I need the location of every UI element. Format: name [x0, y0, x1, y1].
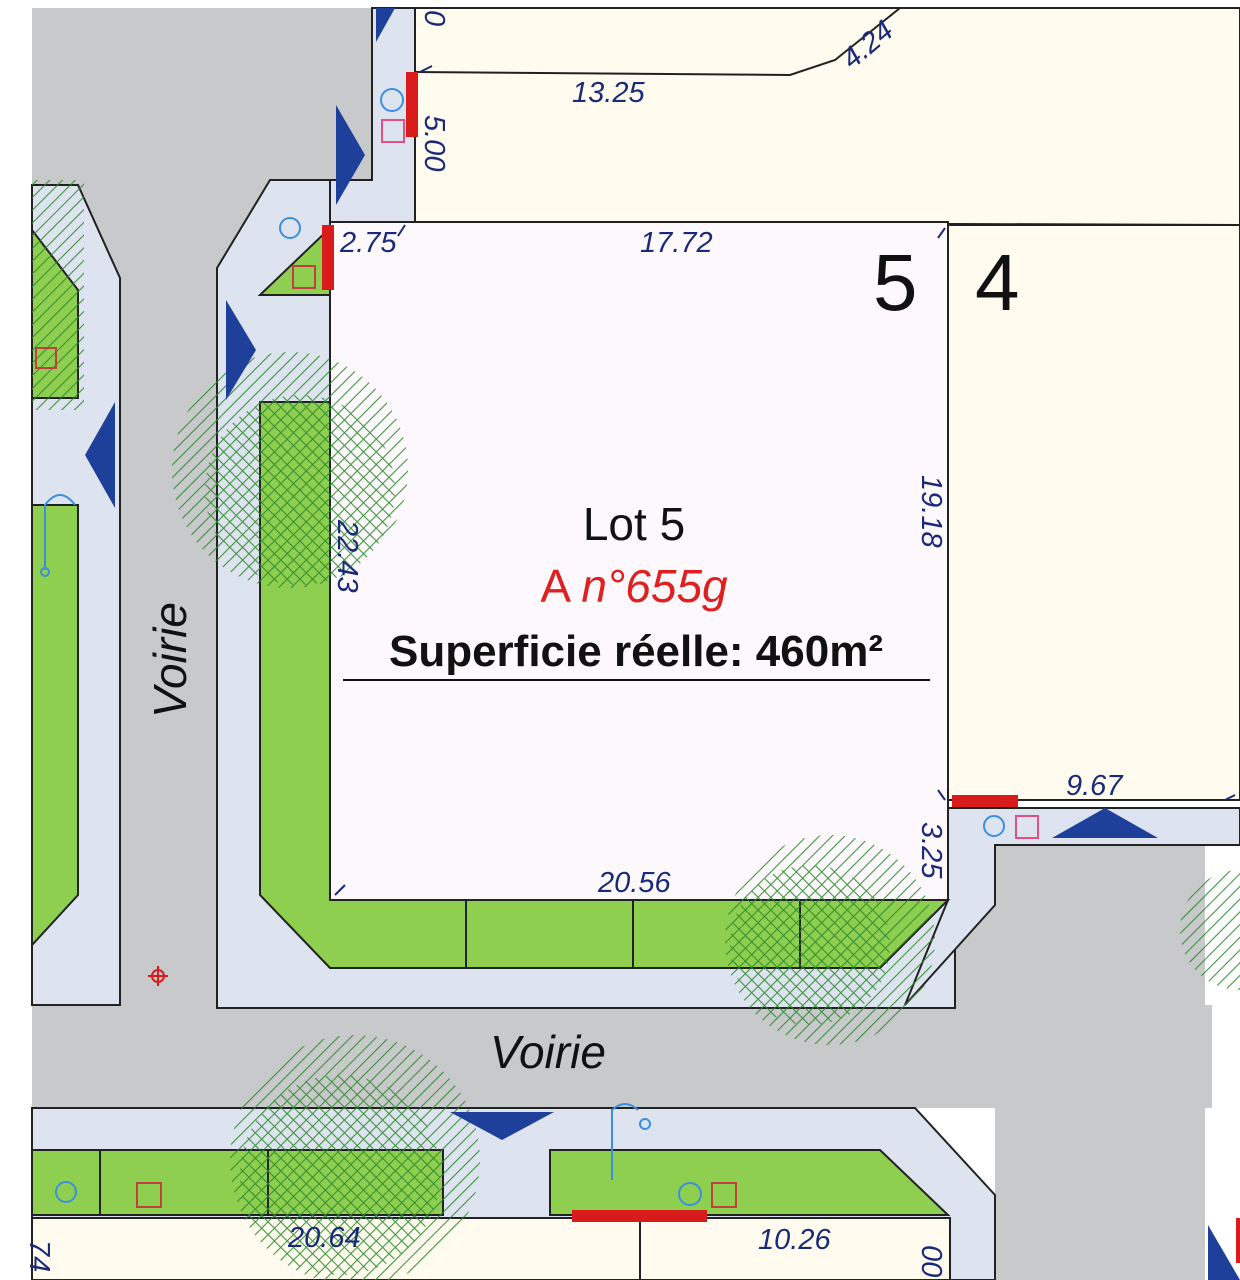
dim-lot-top: 17.72: [640, 227, 713, 259]
dim-lot-bottom: 20.56: [597, 867, 671, 899]
dimension-labels: 0 4.24 13.25 5.00 2.75 17.72 22.43 19.18…: [23, 10, 1124, 1277]
road-label-horizontal: Voirie: [490, 1026, 606, 1078]
utility-symbols: [35, 88, 1039, 1208]
lot-title: Lot 5: [583, 498, 685, 550]
lot-boundary-top: [414, 7, 901, 77]
corner-ticks: [334, 65, 1236, 896]
lot-reference: A n°655g: [540, 560, 728, 612]
dim-bottom-small: 00: [915, 1245, 947, 1277]
access-arrows: [85, 8, 1240, 1280]
dim-bottom-left: 20.64: [287, 1222, 361, 1254]
dim-bottom-edge: 74: [23, 1240, 55, 1272]
dim-bottom-right: 10.26: [758, 1224, 831, 1256]
road-label-vertical: Voirie: [144, 602, 196, 718]
lot-5-parcel: [329, 221, 949, 901]
dim-top-small: 0: [418, 10, 450, 26]
access-markers: [322, 72, 1240, 1263]
dim-corner: 2.75: [339, 227, 397, 259]
lot-number-4: 4: [975, 238, 1020, 327]
dim-lot-right: 19.18: [915, 475, 947, 548]
lot-number-5: 5: [873, 238, 918, 327]
dim-right-lot: 9.67: [1066, 770, 1124, 802]
dim-side-5: 5.00: [418, 115, 450, 171]
neighbor-lots: [31, 7, 1240, 1280]
dim-top-width: 13.25: [572, 77, 645, 109]
dim-lot-left: 22.43: [331, 519, 363, 593]
trees: [32, 180, 1240, 1280]
lot-area: Superficie réelle: 460m²: [389, 627, 883, 676]
dim-lot-corner: 3.25: [915, 822, 947, 879]
